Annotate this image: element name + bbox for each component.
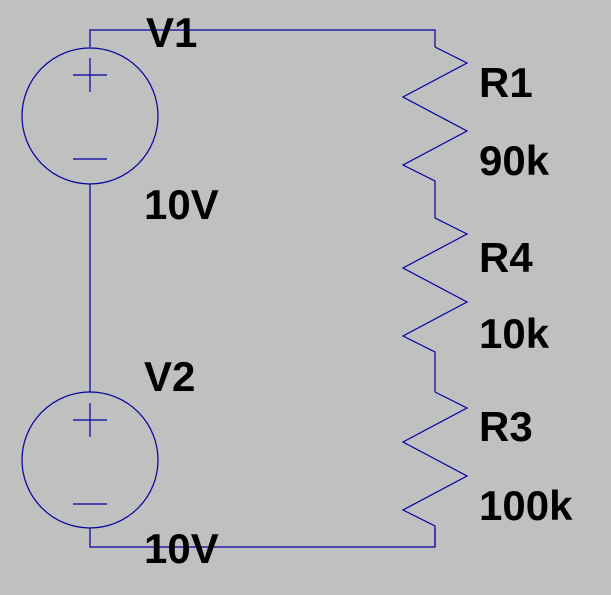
resistor-r1 xyxy=(401,46,469,218)
voltage-source-v1 xyxy=(21,47,159,185)
r4-name-label: R4 xyxy=(479,234,533,281)
r3-name-label: R3 xyxy=(479,403,533,450)
v1-value-label: 10V xyxy=(144,181,219,228)
bottom-wire xyxy=(89,528,436,548)
r3-value-label: 100k xyxy=(479,482,573,529)
r4-value-label: 10k xyxy=(479,310,550,357)
resistor-r4 xyxy=(401,217,469,392)
v2-name-label: V2 xyxy=(144,353,196,400)
v2-value-label: 10V xyxy=(144,525,219,572)
voltage-source-v2 xyxy=(21,391,159,529)
v1-name-label: V1 xyxy=(146,9,198,56)
r1-value-label: 90k xyxy=(479,137,550,184)
r1-name-label: R1 xyxy=(479,59,533,106)
top-wire xyxy=(89,29,436,47)
resistor-r3 xyxy=(401,391,469,547)
